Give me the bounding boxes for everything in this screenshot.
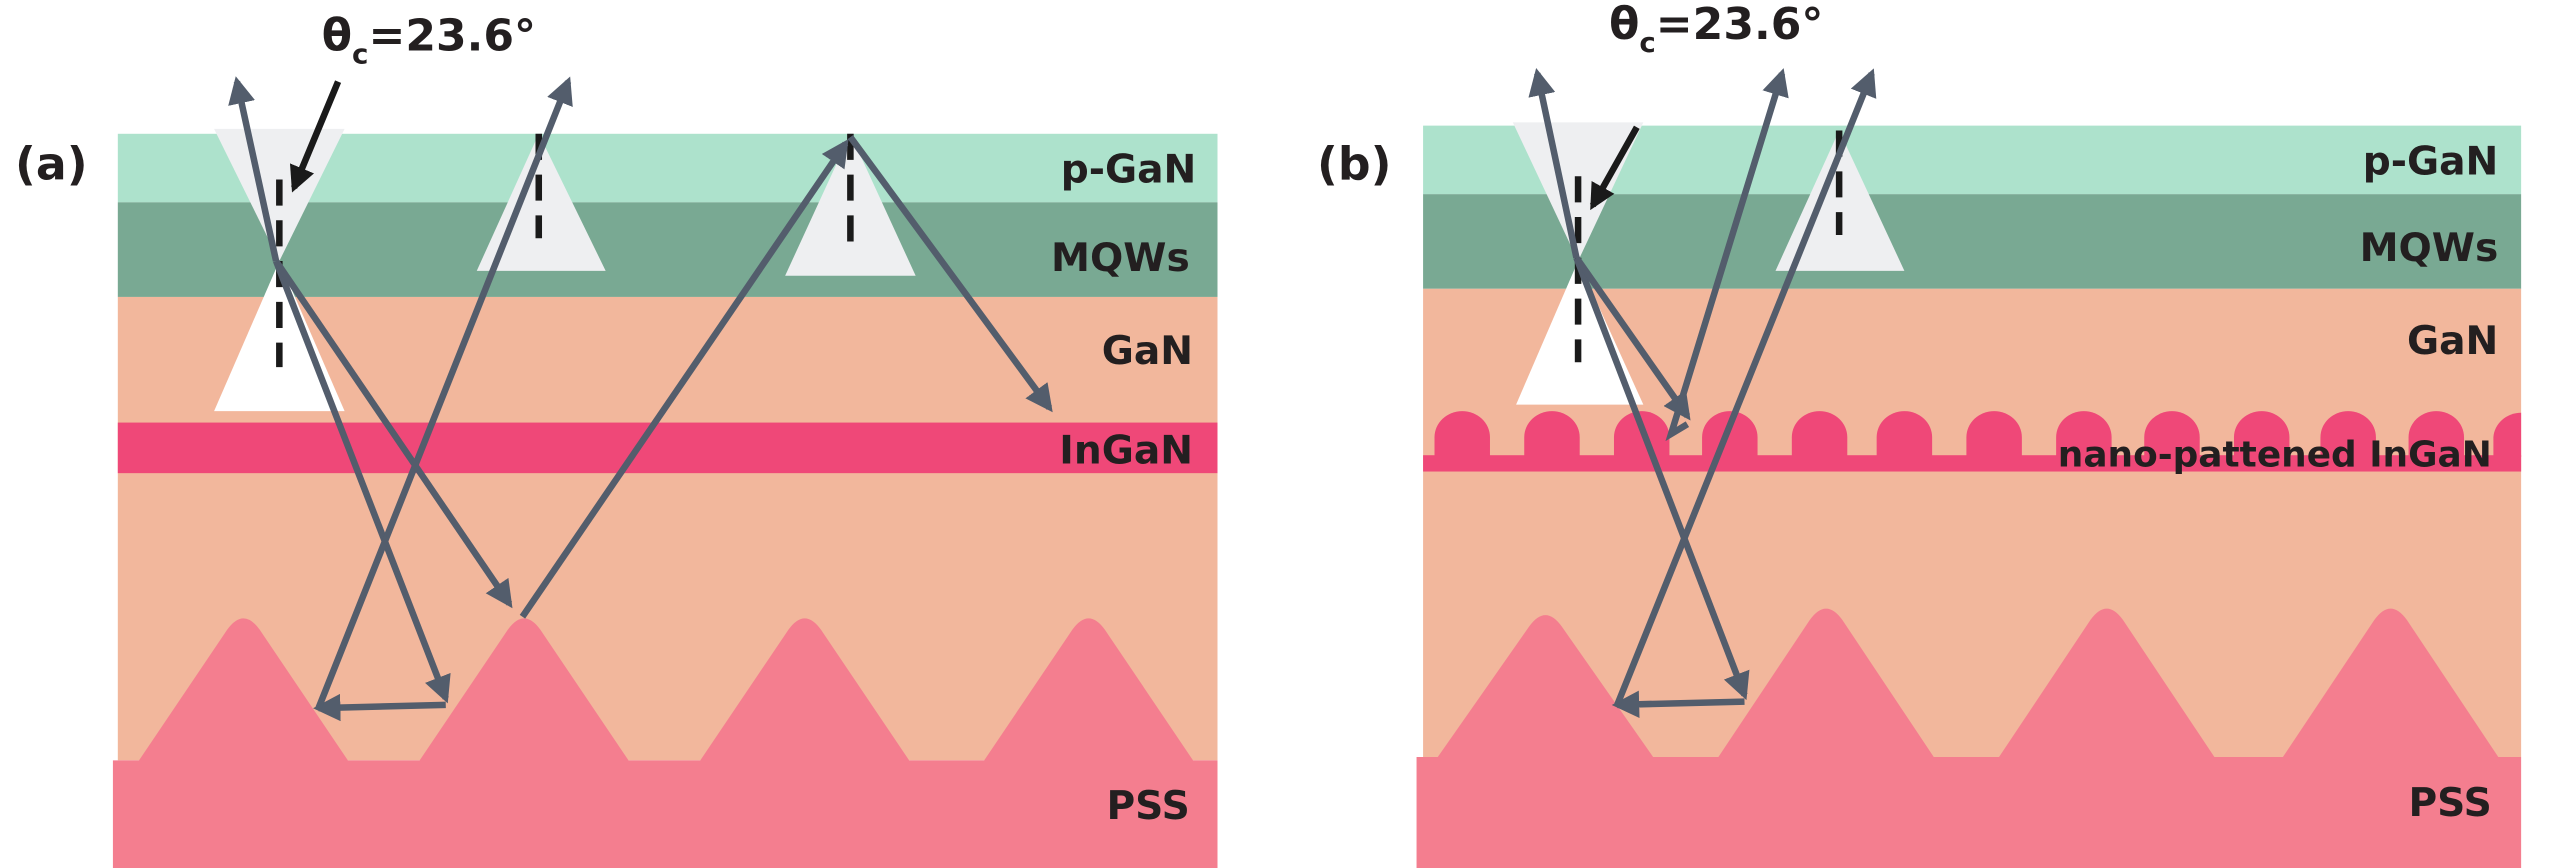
layer-label-gan-a: GaN (1102, 329, 1193, 374)
layer-label-nano-ingan-b: nano-pattened InGaN (2058, 435, 2492, 476)
critical-angle-pointer-a (289, 80, 342, 193)
panel-label-b: (b) (1317, 137, 1391, 190)
layer-pss-a (112, 618, 1218, 868)
layer-mqws-a (117, 202, 1218, 297)
escape-cone-lower-a1 (214, 261, 345, 412)
ray-down-b2 (1573, 255, 1691, 421)
layer-label-mqws-b: MQWs (2360, 226, 2499, 271)
layer-label-p-gan-a: p-GaN (1061, 148, 1197, 193)
layer-ingan-a (117, 422, 1218, 474)
panel-a: (a) θc=23.6° p-GaN MQWs GaN InGaN PSS (15, 11, 1218, 868)
ray-down-a2 (273, 259, 513, 609)
ray-escape-b1 (1528, 68, 1580, 259)
escape-cone-a3 (785, 133, 916, 276)
ray-reflect-a3 (847, 135, 1053, 413)
ray-down-b1 (1573, 256, 1750, 701)
ray-escape-a1 (228, 76, 280, 262)
layer-label-mqws-a: MQWs (1051, 236, 1190, 281)
layer-label-pss-a: PSS (1106, 784, 1189, 829)
layer-label-ingan-a: InGaN (1059, 428, 1193, 473)
critical-angle-pointer-b (1589, 125, 1640, 211)
ray-up-a3 (519, 139, 849, 619)
ray-reflect-b1 (1611, 690, 1745, 718)
layer-label-pss-b: PSS (2408, 781, 2491, 826)
layer-pss-b (1416, 608, 2522, 868)
panel-label-a: (a) (15, 137, 88, 190)
critical-angle-label-a: θc=23.6° (322, 11, 536, 71)
ray-escape-b3 (1614, 68, 1877, 707)
ray-reflect-a1 (313, 693, 446, 722)
layer-label-p-gan-b: p-GaN (2363, 140, 2499, 185)
critical-angle-label-b: θc=23.6° (1609, 0, 1823, 59)
ray-escape-b2 (1665, 68, 1789, 442)
ray-escape-a2 (315, 76, 573, 710)
panel-b: (b) (1317, 0, 2522, 868)
layer-label-gan-b: GaN (2407, 319, 2498, 364)
escape-cone-lower-b1 (1516, 261, 1644, 405)
ray-down-a1 (273, 259, 451, 704)
